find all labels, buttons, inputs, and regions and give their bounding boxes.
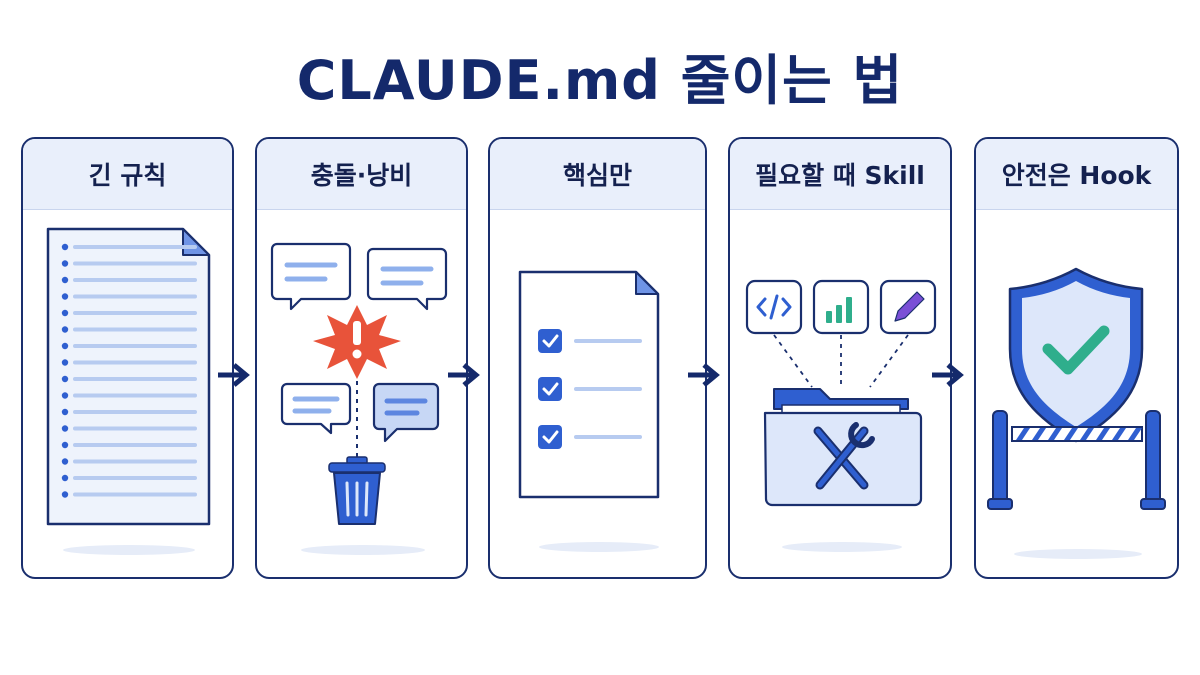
- step-panel-hook: 안전은 Hook: [974, 137, 1179, 579]
- arrow-right-icon: [932, 363, 964, 387]
- arrow-right-icon: [218, 363, 250, 387]
- step-label: 핵심만: [490, 139, 705, 210]
- step-label: 안전은 Hook: [976, 139, 1177, 210]
- step-panel-skill: 필요할 때 Skill: [728, 137, 952, 579]
- step-panel-core-only: 핵심만: [488, 137, 707, 579]
- step-panel-long-rules: 긴 규칙: [21, 137, 234, 579]
- arrow-right-icon: [448, 363, 480, 387]
- step-label: 필요할 때 Skill: [730, 139, 950, 210]
- page-title: CLAUDE.md 줄이는 법: [296, 49, 904, 112]
- shield-barrier-icon: [987, 267, 1166, 559]
- long-document-icon: [46, 227, 211, 555]
- step-panel-conflict-waste: 충돌·낭비: [255, 137, 468, 579]
- arrow-right-icon: [688, 363, 720, 387]
- step-label: 충돌·낭비: [257, 139, 466, 210]
- conflict-waste-icon: [270, 242, 448, 555]
- step-label: 긴 규칙: [23, 139, 232, 210]
- checklist-document-icon: [518, 270, 660, 552]
- skill-folder-icon: [745, 279, 937, 552]
